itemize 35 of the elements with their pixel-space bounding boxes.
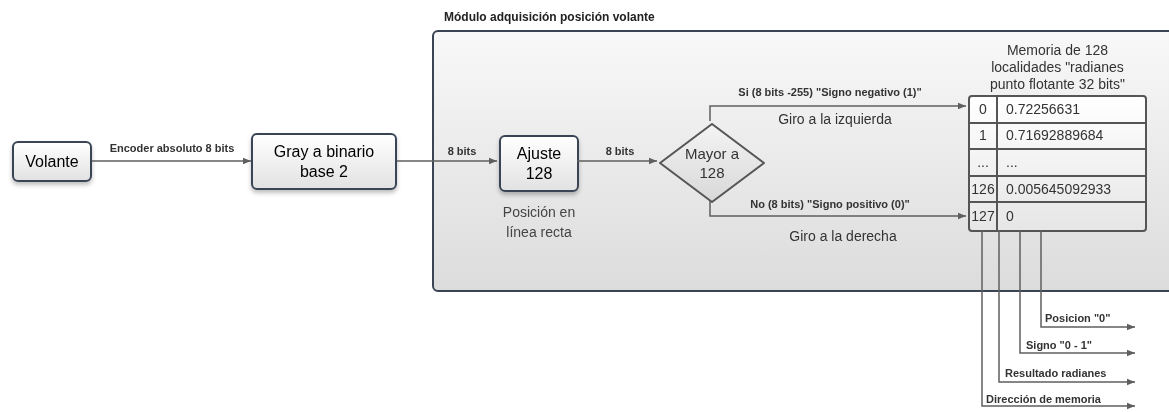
arrow — [1019, 229, 1136, 357]
arrow — [709, 200, 967, 220]
address-cell: 126 — [970, 176, 998, 204]
arrow — [1040, 229, 1136, 331]
address-cell: 1 — [970, 123, 998, 151]
edge-label: Signo "0 - 1" — [1026, 338, 1093, 353]
address-cell: ... — [970, 150, 998, 177]
address-cell: 0 — [970, 97, 998, 124]
arrow — [998, 229, 1136, 386]
process-box: Ajuste 128 — [499, 135, 579, 192]
edge-label: Resultado radianes — [1005, 366, 1107, 381]
direction-note: Giro a la derecha — [789, 227, 897, 246]
arrow — [709, 102, 967, 122]
edge-label: 8 bits — [605, 144, 635, 159]
edge-label: 8 bits — [447, 144, 477, 159]
address-cell: 127 — [970, 203, 998, 230]
edge-label: Posicion "0" — [1045, 311, 1111, 326]
value-cell: 0.71692889684 — [998, 123, 1145, 151]
direction-note: Giro a la izquierda — [778, 110, 892, 129]
module-title: Módulo adquisición posición volante — [444, 9, 655, 26]
box-caption: Posición en línea recta — [501, 203, 577, 242]
edge-label: Si (8 bits -255) "Signo negativo (1)" — [738, 85, 922, 100]
arrow — [981, 229, 1136, 410]
process-box: Gray a binario base 2 — [251, 133, 397, 190]
memory-heading: Memoria de 128 localidades "radianes punto flotante 32 bits" — [989, 42, 1126, 93]
arrow — [396, 157, 498, 165]
edge-label: Encoder absoluto 8 bits — [109, 141, 235, 156]
value-cell-text: 0 — [1005, 207, 1015, 227]
arrow — [576, 157, 658, 165]
value-cell: 0.005645092933 — [998, 176, 1145, 204]
edge-label: Dirección de memoria — [986, 392, 1101, 407]
value-cell: 0.72256631 — [998, 97, 1145, 124]
process-box: Volante — [12, 141, 92, 182]
arrow — [91, 157, 252, 165]
value-cell: ... — [998, 150, 1145, 177]
